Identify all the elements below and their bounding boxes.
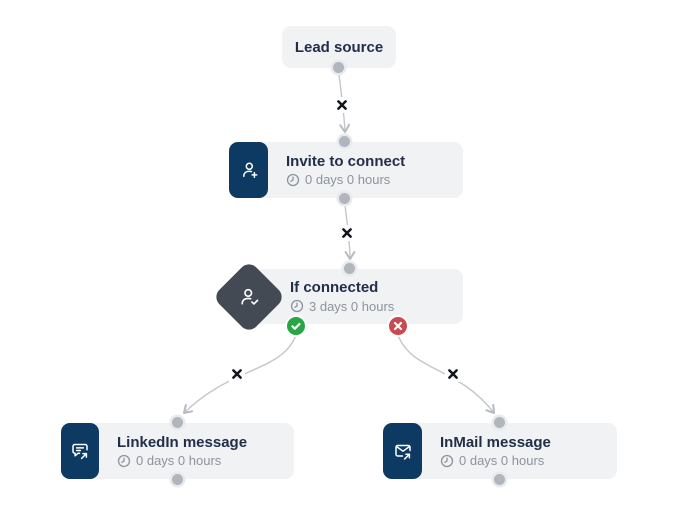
port-inmail-bottom[interactable] (494, 474, 505, 485)
clock-icon (290, 299, 304, 313)
mail-send-icon (383, 423, 422, 479)
node-title: If connected (290, 279, 379, 296)
remove-connection-icon[interactable] (339, 225, 355, 241)
port-lead-bottom[interactable] (333, 62, 344, 73)
port-invite-top[interactable] (339, 136, 350, 147)
branch-yes-port[interactable] (287, 317, 305, 335)
port-condition-top[interactable] (344, 263, 355, 274)
person-add-icon (229, 142, 268, 198)
node-if-connected[interactable]: If connected 3 days 0 hours (238, 269, 463, 324)
node-lead-source[interactable]: Lead source (282, 26, 396, 68)
node-delay: 0 days 0 hours (440, 454, 551, 468)
port-linkedin-bottom[interactable] (172, 474, 183, 485)
chat-send-icon (61, 423, 99, 479)
node-title: Lead source (294, 38, 384, 56)
branch-no-port[interactable] (389, 317, 407, 335)
remove-connection-icon[interactable] (334, 97, 350, 113)
port-invite-bottom[interactable] (339, 193, 350, 204)
clock-icon (286, 173, 300, 186)
node-title: InMail message (440, 433, 551, 451)
node-delay: 0 days 0 hours (117, 454, 247, 468)
node-delay: 0 days 0 hours (286, 173, 405, 187)
node-title: Invite to connect (286, 152, 406, 170)
node-title: LinkedIn message (117, 433, 248, 451)
clock-icon (117, 454, 131, 467)
remove-connection-icon[interactable] (445, 366, 461, 382)
condition-diamond[interactable] (212, 260, 286, 334)
clock-icon (440, 454, 454, 467)
node-linkedin-message[interactable]: LinkedIn message 0 days 0 hours (61, 423, 294, 479)
cross-icon (393, 321, 403, 331)
node-invite-to-connect[interactable]: Invite to connect 0 days 0 hours (229, 142, 463, 198)
port-linkedin-top[interactable] (172, 417, 183, 428)
person-check-icon (237, 285, 261, 309)
remove-connection-icon[interactable] (229, 366, 245, 382)
check-icon (291, 322, 301, 330)
node-delay: 3 days 0 hours (290, 299, 394, 313)
node-inmail-message[interactable]: InMail message 0 days 0 hours (383, 423, 617, 479)
port-inmail-top[interactable] (494, 417, 505, 428)
